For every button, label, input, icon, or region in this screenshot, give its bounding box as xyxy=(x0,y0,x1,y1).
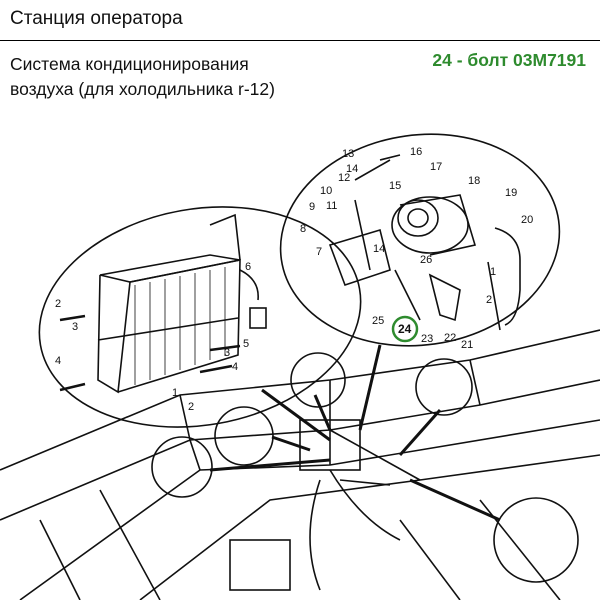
compressor-label: 19 xyxy=(505,187,517,199)
compressor-label: 26 xyxy=(420,254,432,266)
compressor-label: 17 xyxy=(430,161,442,173)
condenser-label: 5 xyxy=(243,338,249,350)
highlighted-part-label: 24 xyxy=(398,322,412,336)
highlight-ring xyxy=(391,315,419,343)
compressor-label: 13 xyxy=(342,148,354,160)
compressor-label: 22 xyxy=(444,332,456,344)
header-divider xyxy=(0,40,600,41)
detail-bubble-a xyxy=(290,352,346,408)
machine-frame xyxy=(0,329,600,600)
compressor-label: 14 xyxy=(373,243,385,255)
compressor-label: 9 xyxy=(309,201,315,213)
condenser-label: 4 xyxy=(232,361,238,373)
condenser-label: 1 xyxy=(172,387,178,399)
compressor-label: 2 xyxy=(486,294,492,306)
subtitle: Система кондиционирования воздуха (для х… xyxy=(10,52,275,102)
detail-bubble-e xyxy=(493,497,579,583)
condenser-label: 3 xyxy=(72,321,78,333)
compressor-label: 14 xyxy=(346,163,358,175)
compressor-label: 7 xyxy=(316,246,322,258)
compressor-detail-circle xyxy=(279,133,561,347)
compressor-label: 16 xyxy=(410,146,422,158)
compressor-label: 12 xyxy=(338,172,350,184)
part-callout: 24 - болт 03M7191 xyxy=(432,50,586,70)
condenser-label: 6 xyxy=(245,261,251,273)
compressor-label: 25 xyxy=(372,315,384,327)
compressor-label: 21 xyxy=(461,339,473,351)
compressor-label: 11 xyxy=(326,200,337,212)
condenser-label: 2 xyxy=(188,401,194,413)
compressor xyxy=(328,154,521,331)
compressor-label: 20 xyxy=(521,214,533,226)
compressor-label: 8 xyxy=(300,223,306,235)
condenser-label: 3 xyxy=(224,347,230,359)
compressor-label: 15 xyxy=(389,180,401,192)
detail-bubble-d xyxy=(151,436,213,498)
condenser xyxy=(59,213,267,394)
condenser-detail-circle xyxy=(38,206,362,428)
condenser-label: 4 xyxy=(55,355,61,367)
subtitle-line-2: воздуха (для холодильника r-12) xyxy=(10,79,275,99)
condenser-label: 2 xyxy=(55,298,61,310)
detail-bubble-b xyxy=(415,358,473,416)
compressor-label: 18 xyxy=(468,175,480,187)
compressor-label: 10 xyxy=(320,185,332,197)
compressor-label: 23 xyxy=(421,333,433,345)
compressor-label: 1 xyxy=(490,266,496,278)
subtitle-line-1: Система кондиционирования xyxy=(10,54,249,74)
page-title: Станция оператора xyxy=(10,8,183,29)
